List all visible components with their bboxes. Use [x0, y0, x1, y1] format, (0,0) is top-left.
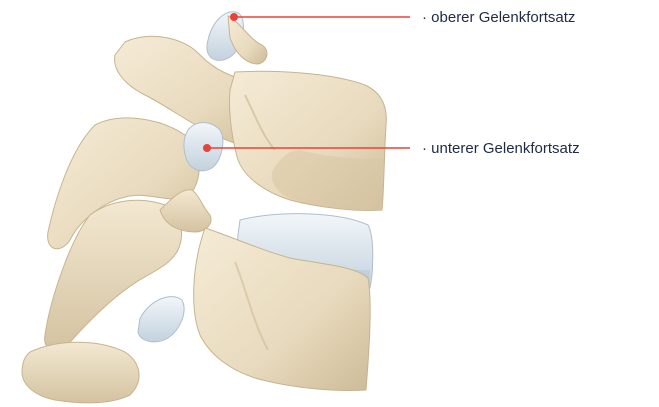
- lower-articular-process-label: · unterer Gelenkfortsatz: [422, 140, 580, 158]
- upper-articular-process-label: · oberer Gelenkfortsatz: [422, 9, 575, 27]
- upper-vertebra-body-shadow: [272, 150, 384, 211]
- lower-facet-cartilage: [138, 297, 184, 342]
- upper-articular-facet: [228, 16, 267, 64]
- red-dot-icon: [203, 144, 211, 152]
- red-dot-icon: [230, 13, 238, 21]
- next-vertebra-fragment: [22, 342, 139, 403]
